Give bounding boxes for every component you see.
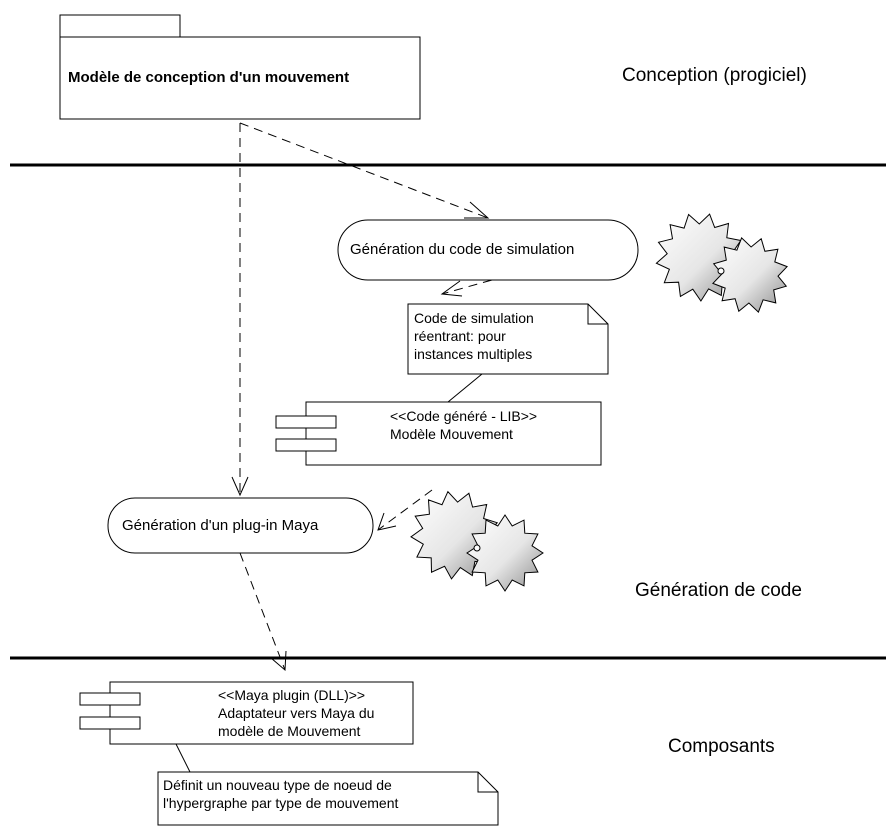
activity-simulation-label: Génération du code de simulation [350,241,575,258]
component-plugin-port [79,716,141,730]
activity-plugin-label: Génération d'un plug-in Maya [122,517,319,534]
component-lib-port [275,438,337,452]
component-plugin-text: <<Maya plugin (DLL)>> Adaptateur vers Ma… [218,686,374,740]
note-noeud-text: Définit un nouveau type de noeud de l'hy… [163,776,398,812]
gears-icon [655,213,788,313]
note-line: Code de simulation [414,310,534,326]
zone-label-conception: Conception (progiciel) [622,65,807,86]
note-line: réentrant: pour [414,328,506,344]
component-stereotype: <<Maya plugin (DLL)>> [218,687,366,703]
component-name: Modèle Mouvement [390,426,513,442]
package-shape[interactable] [59,14,421,120]
note-simulation-text: Code de simulation réentrant: pour insta… [414,309,534,363]
zone-label-generation: Génération de code [635,580,802,601]
dependency-package-to-simulation [239,122,490,219]
component-lib[interactable] [275,401,602,466]
dependency-package-to-plugin [231,123,249,497]
note-anchor-simulation [447,373,483,403]
package-title: Modèle de conception d'un mouvement [68,69,350,86]
component-lib-port [275,415,337,429]
note-line: instances multiples [414,346,533,362]
note-noeud[interactable] [157,771,499,826]
zone-label-composants: Composants [668,736,775,757]
note-anchor-component [174,741,191,773]
component-lib-text: <<Code généré - LIB>> Modèle Mouvement [390,407,537,443]
component-stereotype: <<Code généré - LIB>> [390,408,538,424]
component-name: modèle de Mouvement [218,723,361,739]
gears-icon [410,490,544,592]
gear-arrow-to-plugin [377,489,433,531]
activity-plugin[interactable] [107,497,374,554]
note-line: Définit un nouveau type de noeud de [163,777,392,793]
component-plugin[interactable] [79,681,414,745]
activity-simulation[interactable] [337,219,639,281]
note-simulation[interactable] [407,303,609,375]
dependency-plugin-to-component [239,552,287,672]
component-plugin-port [79,692,141,706]
note-line: l'hypergraphe par type de mouvement [163,795,399,811]
component-name: Adaptateur vers Maya du [218,705,375,721]
